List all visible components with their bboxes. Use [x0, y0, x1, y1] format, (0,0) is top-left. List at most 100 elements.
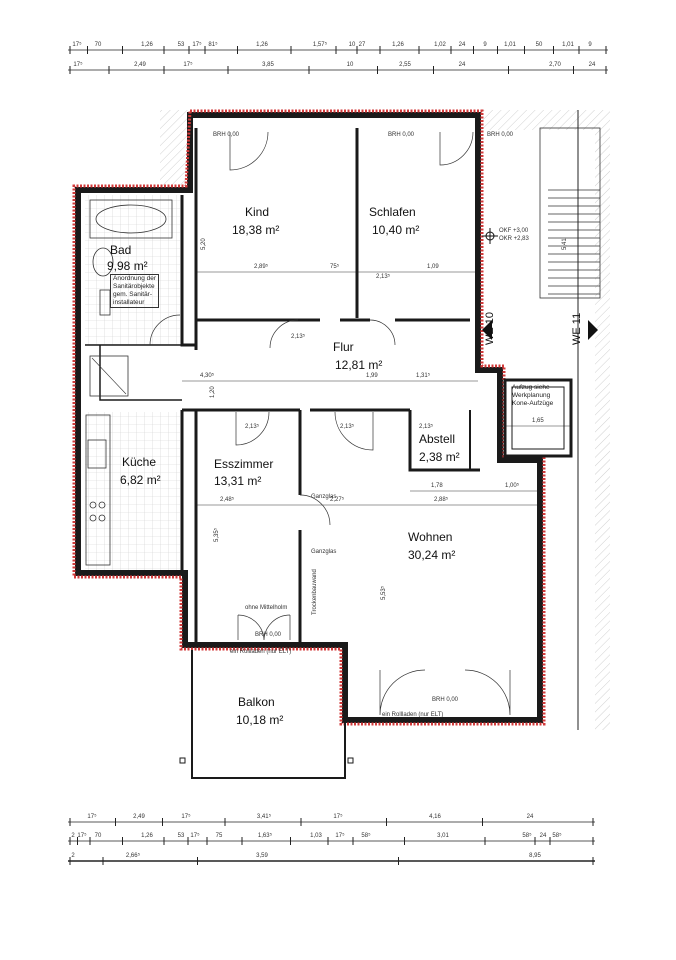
dimension-label: 3,01	[437, 833, 449, 839]
dimension-label: 53	[177, 833, 185, 839]
rollladen-note: ein Rollladen (nur ELT)	[382, 712, 444, 718]
dimension-label: 58⁵	[552, 833, 562, 839]
bathtub	[89, 199, 173, 316]
dimension-label: 1,63⁵	[257, 833, 273, 839]
interior-dimension: 1,09	[427, 264, 439, 270]
dimension-label: 3,59	[256, 853, 268, 859]
interior-dimension: 2,13⁵	[340, 424, 355, 430]
room-name-kueche: Küche	[122, 455, 157, 469]
dimension-label: 24	[588, 62, 596, 68]
dimension-label: 24	[526, 814, 534, 820]
dimension-label: 17⁵	[183, 62, 193, 68]
dimension-label: 2,49	[133, 814, 145, 820]
room-area-kueche: 6,82 m²	[120, 473, 161, 487]
room-name-balkon: Balkon	[238, 695, 275, 709]
room-name-kind: Kind	[245, 205, 270, 219]
dimension-label: 24	[458, 62, 466, 68]
mittelholm-note: ohne Mittelholm	[245, 605, 288, 611]
dimension-label: 27	[358, 42, 366, 48]
dimension-label: 75	[215, 833, 223, 839]
interior-dimension: 2,48⁵	[220, 497, 235, 503]
level-okf: OKF +3,00	[499, 228, 529, 234]
interior-dimension: 75⁵	[330, 264, 340, 270]
dimension-label: 2,66⁵	[125, 853, 141, 859]
room-name-schlafen: Schlafen	[369, 205, 416, 219]
elevator-shaft	[503, 378, 573, 458]
note-line: Werkplanung	[512, 392, 551, 399]
glass-note: Ganzglas	[311, 494, 337, 500]
dimension-label: 1,26	[141, 42, 153, 48]
room-area-esszimmer: 13,31 m²	[214, 474, 262, 488]
trockenbau-note: Trockenbauwand	[312, 569, 318, 615]
level-okr: OKR +2,83	[499, 236, 529, 242]
interior-dimension-lines	[182, 271, 571, 506]
note-line: Aufzug siehe	[512, 384, 550, 391]
dimension-label: 17⁵	[181, 814, 191, 820]
dimension-label: 50	[535, 42, 543, 48]
room-area-schlafen: 10,40 m²	[372, 223, 420, 237]
interior-dimension: 2,27⁵	[330, 497, 345, 503]
arrow-left-icon	[482, 320, 492, 340]
dimension-label: 17⁵	[190, 833, 200, 839]
interior-dimension: 4,30⁵	[200, 373, 215, 379]
interior-dimension: 5,20	[201, 238, 207, 250]
interior-dimension: 5,41	[562, 238, 568, 250]
staircase	[539, 127, 601, 299]
dimension-label: 1,02	[434, 42, 446, 48]
note-line: Sanitärobjekte	[113, 283, 155, 290]
dimension-label: 3,85	[262, 62, 274, 68]
interior-dimension: 2,89⁵	[254, 264, 269, 270]
interior-dimension: 5,35⁵	[214, 527, 220, 542]
interior-dimension: 2,13⁵	[291, 334, 306, 340]
brh-label: BRH 0,00	[432, 697, 459, 703]
dimension-label: 2,55	[399, 62, 411, 68]
brh-label: BRH 0,00	[213, 132, 240, 138]
dimension-label: 2,49	[134, 62, 146, 68]
dimension-label: 8,95	[529, 853, 541, 859]
dimension-label: 17⁵	[192, 42, 202, 48]
note-line: installateur	[113, 299, 145, 306]
elevator-note: Aufzug siehe Werkplanung Kone-Aufzüge	[512, 384, 553, 408]
interior-dimension: 2,13⁵	[419, 424, 434, 430]
sanitary-note: Anordnung der Sanitärobjekte gem. Sanitä…	[110, 274, 160, 308]
room-area-balkon: 10,18 m²	[236, 713, 284, 727]
dimension-label: 10	[348, 42, 356, 48]
interior-dimension: 1,31⁵	[416, 373, 431, 379]
rollladen-note: ein Rollladen (nur ELT)	[230, 649, 292, 655]
dimension-label: 1,26	[392, 42, 404, 48]
dimension-label: 24	[458, 42, 466, 48]
interior-dimension: 1,99	[366, 373, 378, 379]
room-area-kind: 18,38 m²	[232, 223, 280, 237]
glass-note: Ganzglas	[311, 549, 337, 555]
dimension-label: 17⁵	[77, 833, 87, 839]
dimension-label: 17⁵	[335, 833, 345, 839]
dimension-label: 4,16	[429, 814, 441, 820]
interior-dimension: 1,65	[532, 418, 544, 424]
arrow-right-icon	[588, 320, 598, 340]
dimension-label: 58⁵	[522, 833, 532, 839]
dimension-label: 1,03	[310, 833, 322, 839]
room-name-wohnen: Wohnen	[408, 530, 453, 544]
room-name-bad: Bad	[110, 243, 132, 257]
dimension-label: 17⁵	[333, 814, 343, 820]
room-area-abstell: 2,38 m²	[419, 450, 460, 464]
dimension-label: 1,26	[141, 833, 153, 839]
interior-walls	[85, 128, 480, 645]
dimension-lines	[68, 49, 608, 862]
interior-dimension: 1,20	[210, 386, 216, 398]
room-area-bad: 9,98 m²	[107, 259, 148, 273]
interior-dimension: 1,78	[431, 483, 443, 489]
dimension-label: 1,26	[256, 42, 268, 48]
dimension-label: 24	[539, 833, 547, 839]
dimension-label: 9	[483, 42, 487, 48]
interior-dimension: 5,53⁵	[381, 585, 387, 600]
dimension-label: 2,70	[549, 62, 561, 68]
dimension-label: 1,01	[504, 42, 516, 48]
dimension-label: 53	[177, 42, 185, 48]
balcony	[179, 650, 354, 779]
dimension-label: 10	[346, 62, 354, 68]
dimension-label: 17⁵	[73, 62, 83, 68]
interior-dimension: 2,13⁵	[245, 424, 260, 430]
dimension-label: 81⁵	[208, 42, 218, 48]
